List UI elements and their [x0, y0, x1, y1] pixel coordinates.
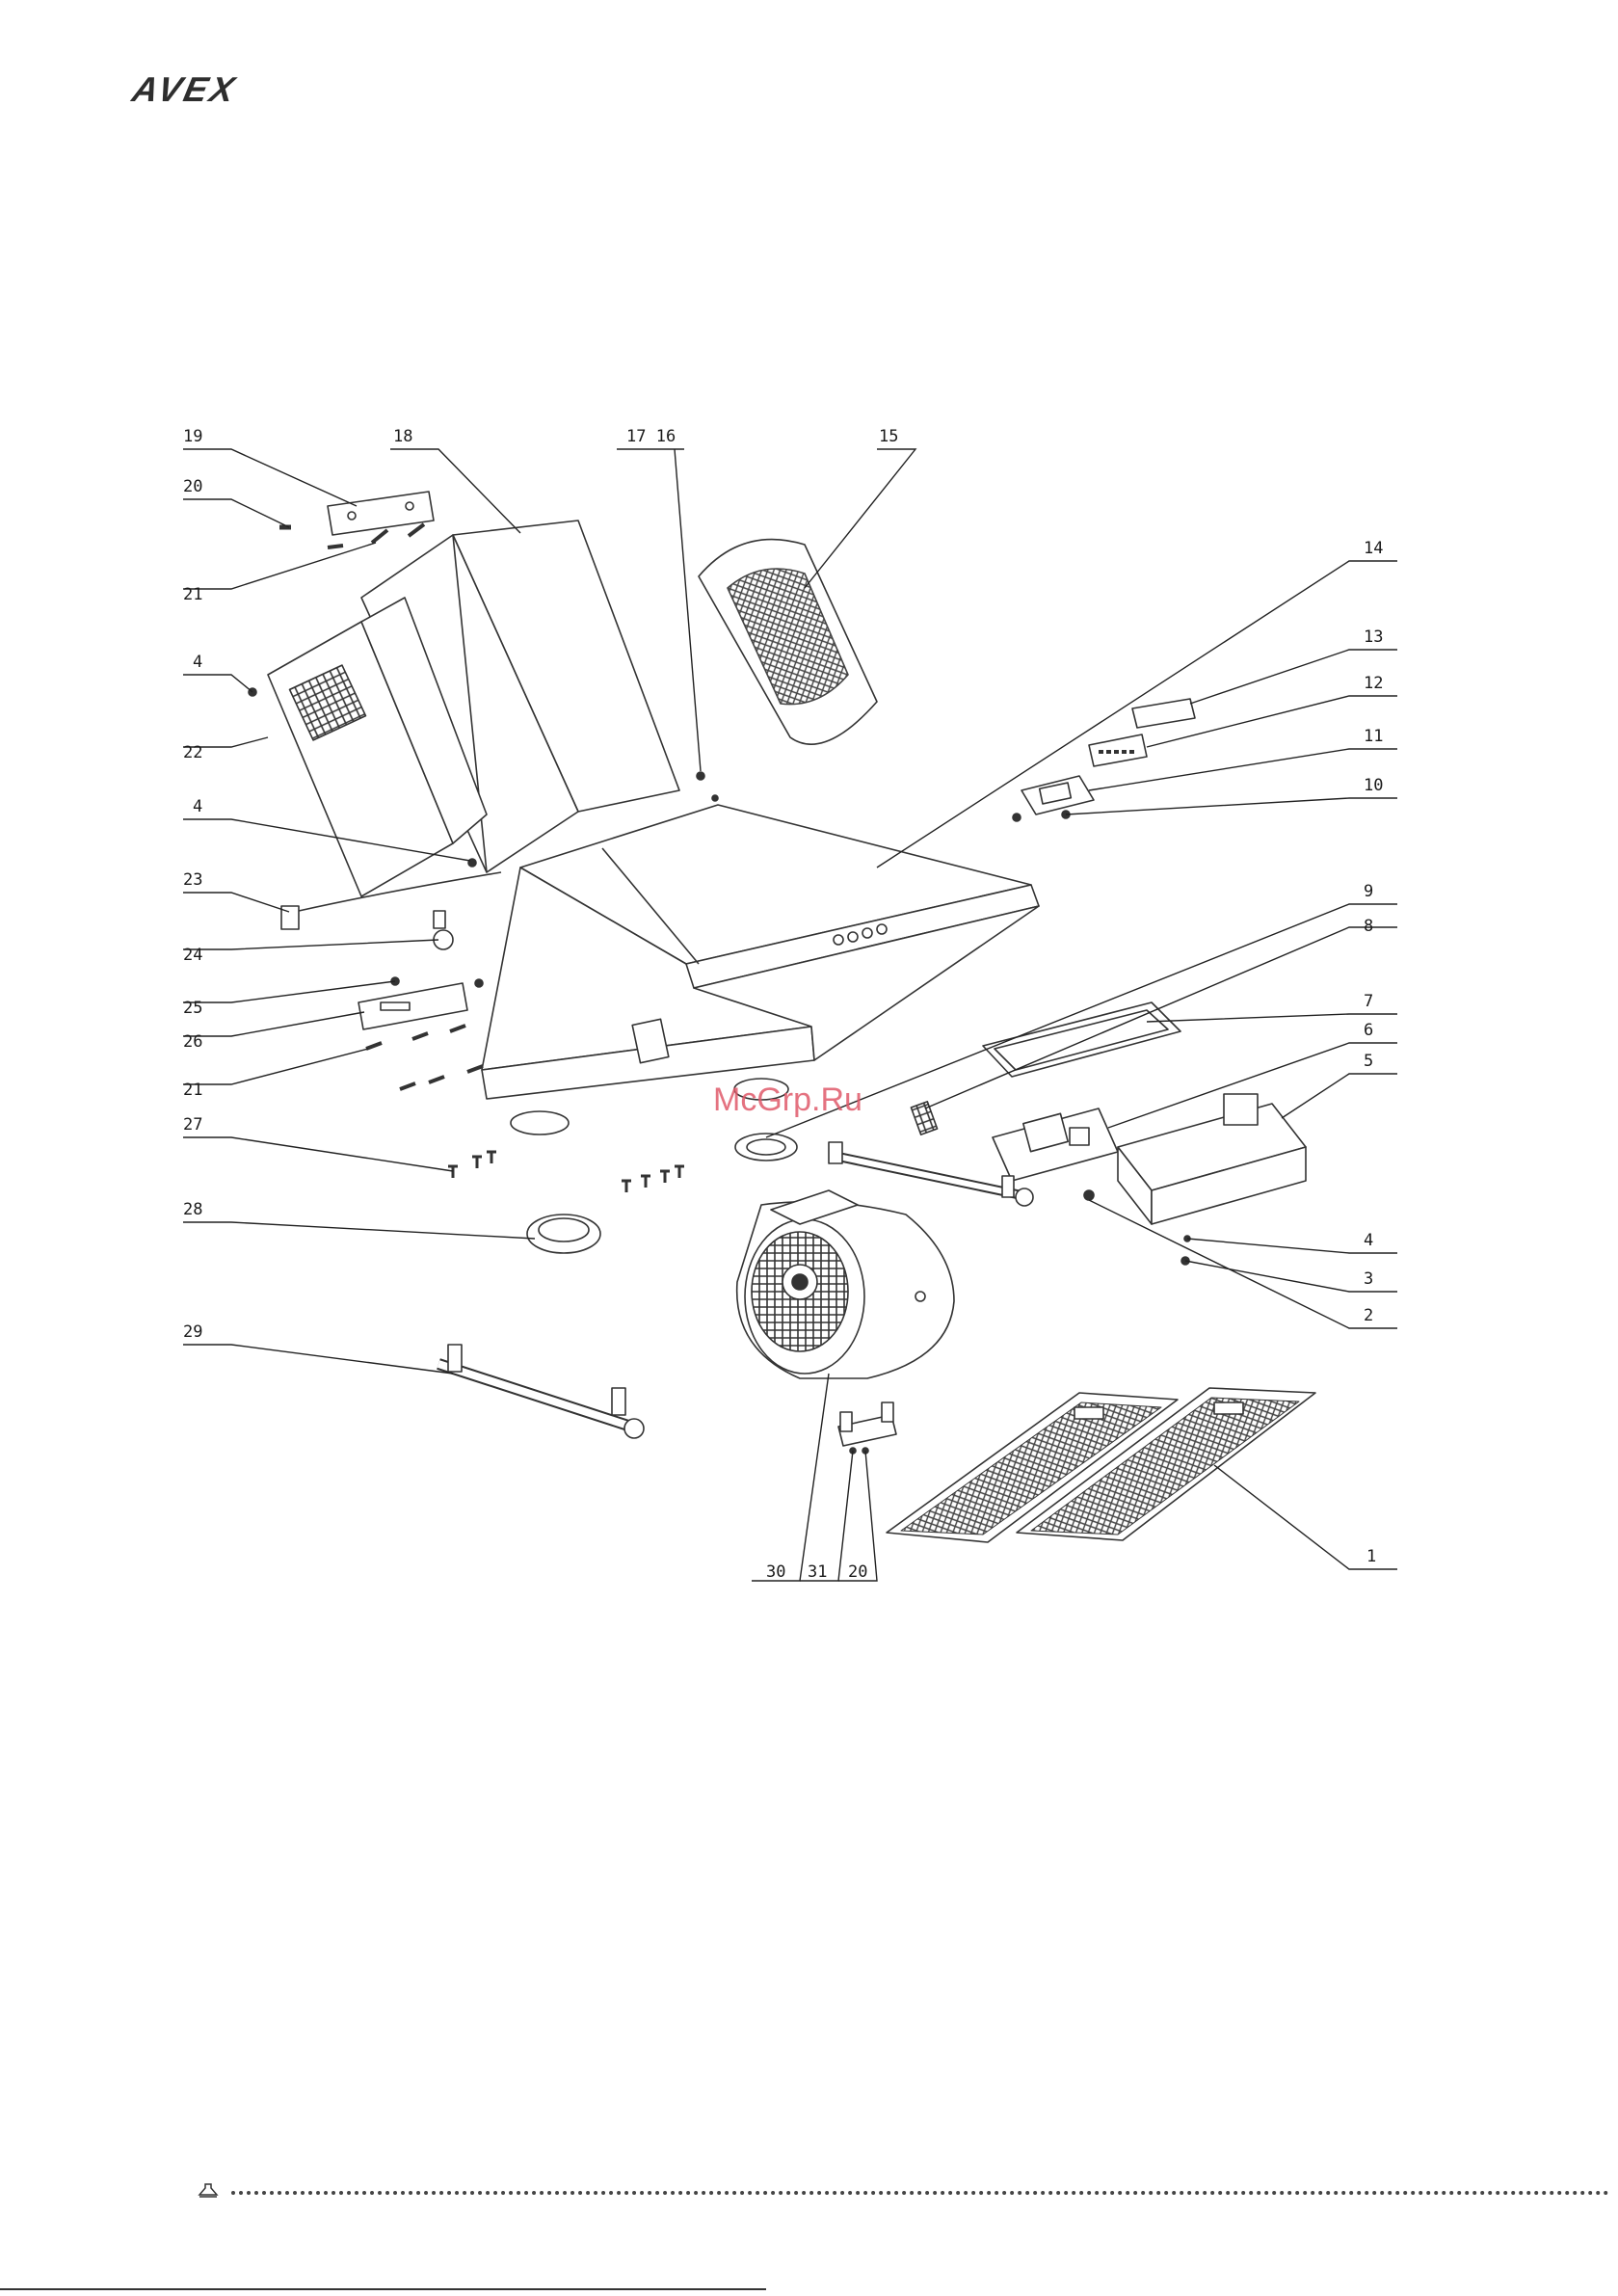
screws-part-16-17 [697, 772, 718, 801]
callout-19: 19 [183, 427, 202, 446]
callout-31: 31 [808, 1562, 827, 1582]
callout-23: 23 [183, 870, 202, 890]
tube-part-29 [438, 1345, 644, 1438]
callout-4: 4 [193, 797, 202, 816]
screws-part-27 [448, 1152, 684, 1192]
callout-4: 4 [1364, 1231, 1373, 1250]
callout-18: 18 [393, 427, 412, 446]
callout-9: 9 [1364, 882, 1373, 901]
callout-21: 21 [183, 1081, 202, 1100]
callout-15: 15 [879, 427, 898, 446]
pcb-part-6 [993, 1108, 1118, 1181]
screws-part-21-mid [366, 1026, 483, 1089]
fan-motor-part-30 [737, 1190, 954, 1378]
callout-30: 30 [766, 1562, 785, 1582]
callout-29: 29 [183, 1322, 202, 1342]
callout-13: 13 [1364, 627, 1383, 647]
callout-14: 14 [1364, 539, 1383, 558]
callout-20: 20 [848, 1562, 867, 1582]
screw-part-2 [1084, 1190, 1094, 1200]
callout-2: 2 [1364, 1306, 1373, 1325]
callout-8: 8 [1364, 917, 1373, 936]
callout-25: 25 [183, 999, 202, 1018]
footer-dotted-rule [231, 2191, 1609, 2195]
callout-12: 12 [1364, 674, 1383, 693]
callout-3: 3 [1364, 1269, 1373, 1289]
switch-housing-part-11 [1021, 776, 1094, 814]
bracket-part-26 [358, 983, 467, 1029]
lamp-part-28 [527, 1215, 600, 1253]
callout-1: 1 [1366, 1547, 1376, 1566]
callout-21: 21 [183, 585, 202, 604]
callout-26: 26 [183, 1032, 202, 1052]
callout-24: 24 [183, 946, 202, 965]
callout-4: 4 [193, 653, 202, 672]
callout-11: 11 [1364, 727, 1383, 746]
bottom-rule [0, 2288, 766, 2290]
callout-17-16: 17 16 [626, 427, 676, 446]
junction-box-part-5 [1118, 1094, 1306, 1224]
bracket-part-31 [838, 1402, 896, 1446]
callout-5: 5 [1364, 1052, 1373, 1071]
lamp-holder-part-24 [434, 911, 453, 949]
callout-10: 10 [1364, 776, 1383, 795]
callout-22: 22 [183, 743, 202, 762]
cable-part-23 [281, 872, 501, 929]
switch-panel-part-13 [1132, 699, 1195, 728]
callout-28: 28 [183, 1200, 202, 1219]
control-board-part-12 [1089, 734, 1147, 766]
watermark: McGrp.Ru [713, 1081, 862, 1119]
callout-7: 7 [1364, 992, 1373, 1011]
capacitor-part-8 [911, 1102, 937, 1135]
callout-6: 6 [1364, 1021, 1373, 1040]
screws-part-25 [391, 977, 483, 987]
grease-filters-part-1 [887, 1388, 1315, 1542]
carbon-filter-part-15 [699, 540, 877, 745]
callout-20: 20 [183, 477, 202, 496]
cover-plate-part-7 [983, 1002, 1180, 1077]
callout-27: 27 [183, 1115, 202, 1135]
ring-part-9 [735, 1134, 797, 1161]
hood-icon [198, 2183, 219, 2199]
